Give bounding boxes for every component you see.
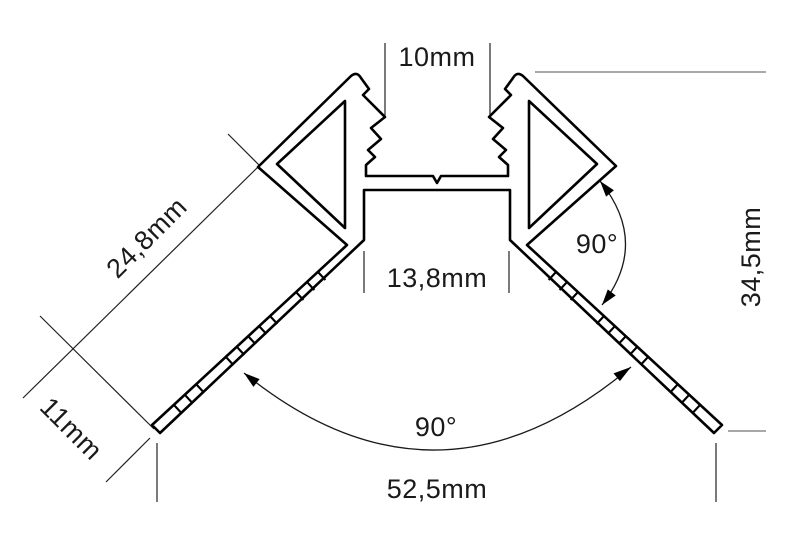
arrowhead-bottom-angle-right	[613, 367, 631, 382]
arrowhead-right-angle-top	[600, 181, 614, 197]
arrowhead-right-angle-bottom	[602, 289, 616, 305]
angle-label-bottom: 90°	[415, 412, 457, 442]
dim-label-channel-width: 13,8mm	[387, 263, 488, 293]
arc-angle-right	[599, 180, 627, 306]
right-leg-serrations	[547, 271, 701, 414]
left-leg-serrations	[173, 271, 327, 414]
dim-label-overall-width: 52,5mm	[387, 474, 488, 504]
dim-line-flange	[39, 315, 155, 430]
left-wing-hollow	[275, 99, 347, 230]
dim-label-height: 34,5mm	[736, 207, 766, 308]
ext-line-tip-axis	[105, 437, 151, 483]
arrowhead-bottom-angle-left	[244, 373, 260, 387]
profile-outline	[150, 72, 724, 435]
dim-label-diagonal-face: 24,8mm	[101, 192, 193, 284]
angle-label-right: 90°	[576, 229, 618, 259]
dim-label-top-width: 10mm	[398, 42, 475, 72]
arc-angle-bottom	[243, 366, 632, 451]
dim-label-flange: 11mm	[34, 392, 108, 466]
ext-line-apex	[227, 133, 264, 170]
right-wing-hollow	[527, 99, 599, 230]
dim-line-diagonal-face	[22, 166, 259, 399]
